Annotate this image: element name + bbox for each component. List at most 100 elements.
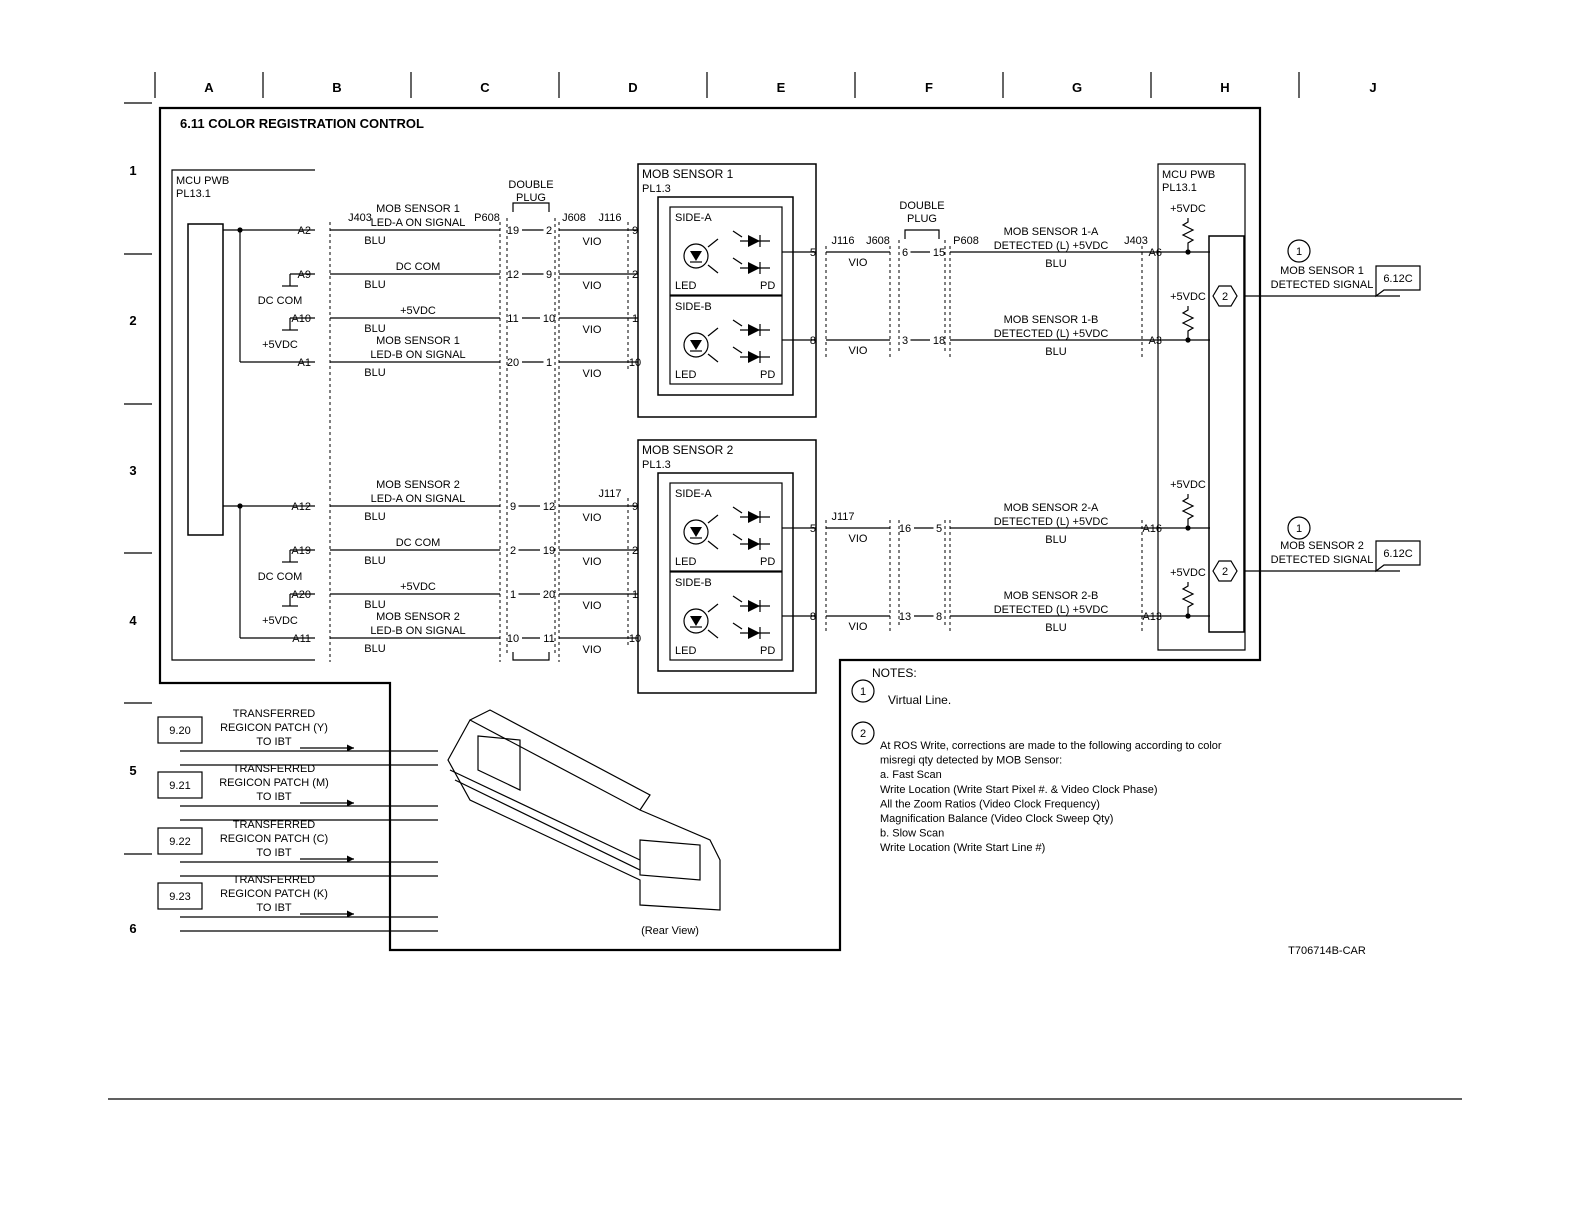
pin-bg — [504, 311, 522, 324]
patch-ref-box — [157, 827, 203, 855]
s2-wire-color: BLU — [364, 599, 385, 611]
pin-bg — [540, 499, 558, 512]
sensor1-side-b-label: SIDE-B — [675, 301, 712, 313]
s2-wire-color: BLU — [364, 511, 385, 523]
pin-number: 1 — [510, 589, 516, 601]
s1-signal-label: DC COM — [396, 261, 441, 273]
conn-j117-right: J117 — [831, 511, 854, 523]
conn-j116-right: J116 — [831, 235, 854, 247]
s2-wire-vio-r: VIO — [849, 621, 868, 633]
s2-mcu-pin-A20: A20 — [291, 589, 311, 601]
output-ref-box-0 — [1375, 265, 1421, 298]
s1-mcu-pin-A9: A9 — [298, 269, 311, 281]
pin-number: 19 — [543, 545, 555, 557]
led-ray — [707, 514, 719, 524]
pd-ray — [732, 230, 743, 238]
sensor1-side-b-pd-text: PD — [760, 369, 775, 381]
conn-j117: J117 — [598, 488, 621, 500]
pin-bg — [540, 311, 558, 324]
s1-mcu-pin-A1: A1 — [298, 357, 311, 369]
s2-resistor-icon — [1181, 494, 1195, 528]
s2-sensor-pin: 10 — [629, 633, 641, 645]
sensor2-side-b-pd-text: PD — [760, 645, 775, 657]
row-label-3: 3 — [129, 463, 136, 478]
column-label-C: C — [480, 80, 490, 95]
pin-bg — [540, 587, 558, 600]
s2-resistor-vdc: +5VDC — [1170, 567, 1206, 579]
notes-1-note-circle-icon — [851, 679, 875, 703]
conn-j608: J608 — [562, 212, 586, 224]
led-ray — [707, 327, 719, 337]
s1-wire-vio: VIO — [583, 324, 602, 336]
column-label-D: D — [628, 80, 637, 95]
pin-bg — [933, 609, 945, 622]
row-label-4: 4 — [129, 613, 137, 628]
s2-wire-vio: VIO — [583, 600, 602, 612]
s2-wire-color: BLU — [364, 643, 385, 655]
s2-wire-color-r: BLU — [1045, 534, 1066, 546]
s2-wire-color-r: BLU — [1045, 622, 1066, 634]
s1-wire-color: BLU — [364, 323, 385, 335]
pin-number: 8 — [936, 611, 942, 623]
pin-bg — [540, 631, 558, 644]
led-ray — [707, 353, 719, 363]
output-ref-box-1 — [1375, 540, 1421, 573]
s1-mcu-pin-A6: A6 — [1149, 247, 1162, 259]
sensor1-side-b-led-text: LED — [675, 369, 696, 381]
s1-wire-color: BLU — [364, 235, 385, 247]
sensor2-inner — [657, 472, 794, 672]
conn-p608-right: P608 — [953, 235, 979, 247]
notes-2-line-1: misregi qty detected by MOB Sensor: — [880, 755, 1062, 767]
sensor1-side-a-led-symbol — [690, 251, 702, 261]
pd-ray — [732, 319, 743, 327]
pin-bg — [930, 333, 948, 346]
output-ref-0: 6.12C — [1383, 273, 1412, 285]
output1-note-number: 2 — [1222, 566, 1228, 578]
pin-bg — [543, 223, 555, 236]
double-plug-top — [512, 202, 550, 212]
sensor1-name: MOB SENSOR 1 — [642, 167, 734, 181]
row-label-6: 6 — [129, 921, 136, 936]
rear-view-illustration — [447, 709, 721, 911]
pin-bg — [540, 543, 558, 556]
s1-mcu-pin-A3: A3 — [1149, 335, 1162, 347]
pd-ray — [732, 622, 743, 630]
s2-wire-vio: VIO — [583, 512, 602, 524]
pin-number: 1 — [546, 357, 552, 369]
column-label-F: F — [925, 80, 933, 95]
s2-sensor-pin: 9 — [632, 501, 638, 513]
pin-number: 11 — [543, 633, 554, 645]
pin-number: 9 — [510, 501, 516, 513]
conn-j403-right: J403 — [1124, 235, 1148, 247]
output1-note-number: 1 — [1296, 523, 1302, 535]
patch-ref-3: 9.23 — [169, 891, 190, 903]
pin-bg — [899, 245, 911, 258]
s2-resistor-icon — [1181, 582, 1195, 616]
s1-sensor-pin: 2 — [632, 269, 638, 281]
s2-dc-com: DC COM — [258, 571, 303, 583]
part-number: T706714B-CAR — [1288, 945, 1366, 957]
s1-mcu-pin-A10: A10 — [291, 313, 311, 325]
s1-vdc: +5VDC — [262, 339, 298, 351]
conn-p608: P608 — [474, 212, 500, 224]
s2-wire-vio: VIO — [583, 556, 602, 568]
s1-signal-label: +5VDC — [400, 305, 436, 317]
sensor2-side-b-led-symbol — [690, 616, 702, 626]
s1-resistor-vdc: +5VDC — [1170, 291, 1206, 303]
s1-wire-vio-r: VIO — [849, 257, 868, 269]
notes-title: NOTES: — [872, 666, 917, 680]
output0-note-hexagon-icon — [1212, 285, 1238, 307]
s1-sensor-pin: 10 — [629, 357, 641, 369]
s1-sensor-out-pin: 8 — [810, 335, 816, 347]
pin-number: 12 — [507, 269, 519, 281]
pin-number: 15 — [933, 247, 945, 259]
